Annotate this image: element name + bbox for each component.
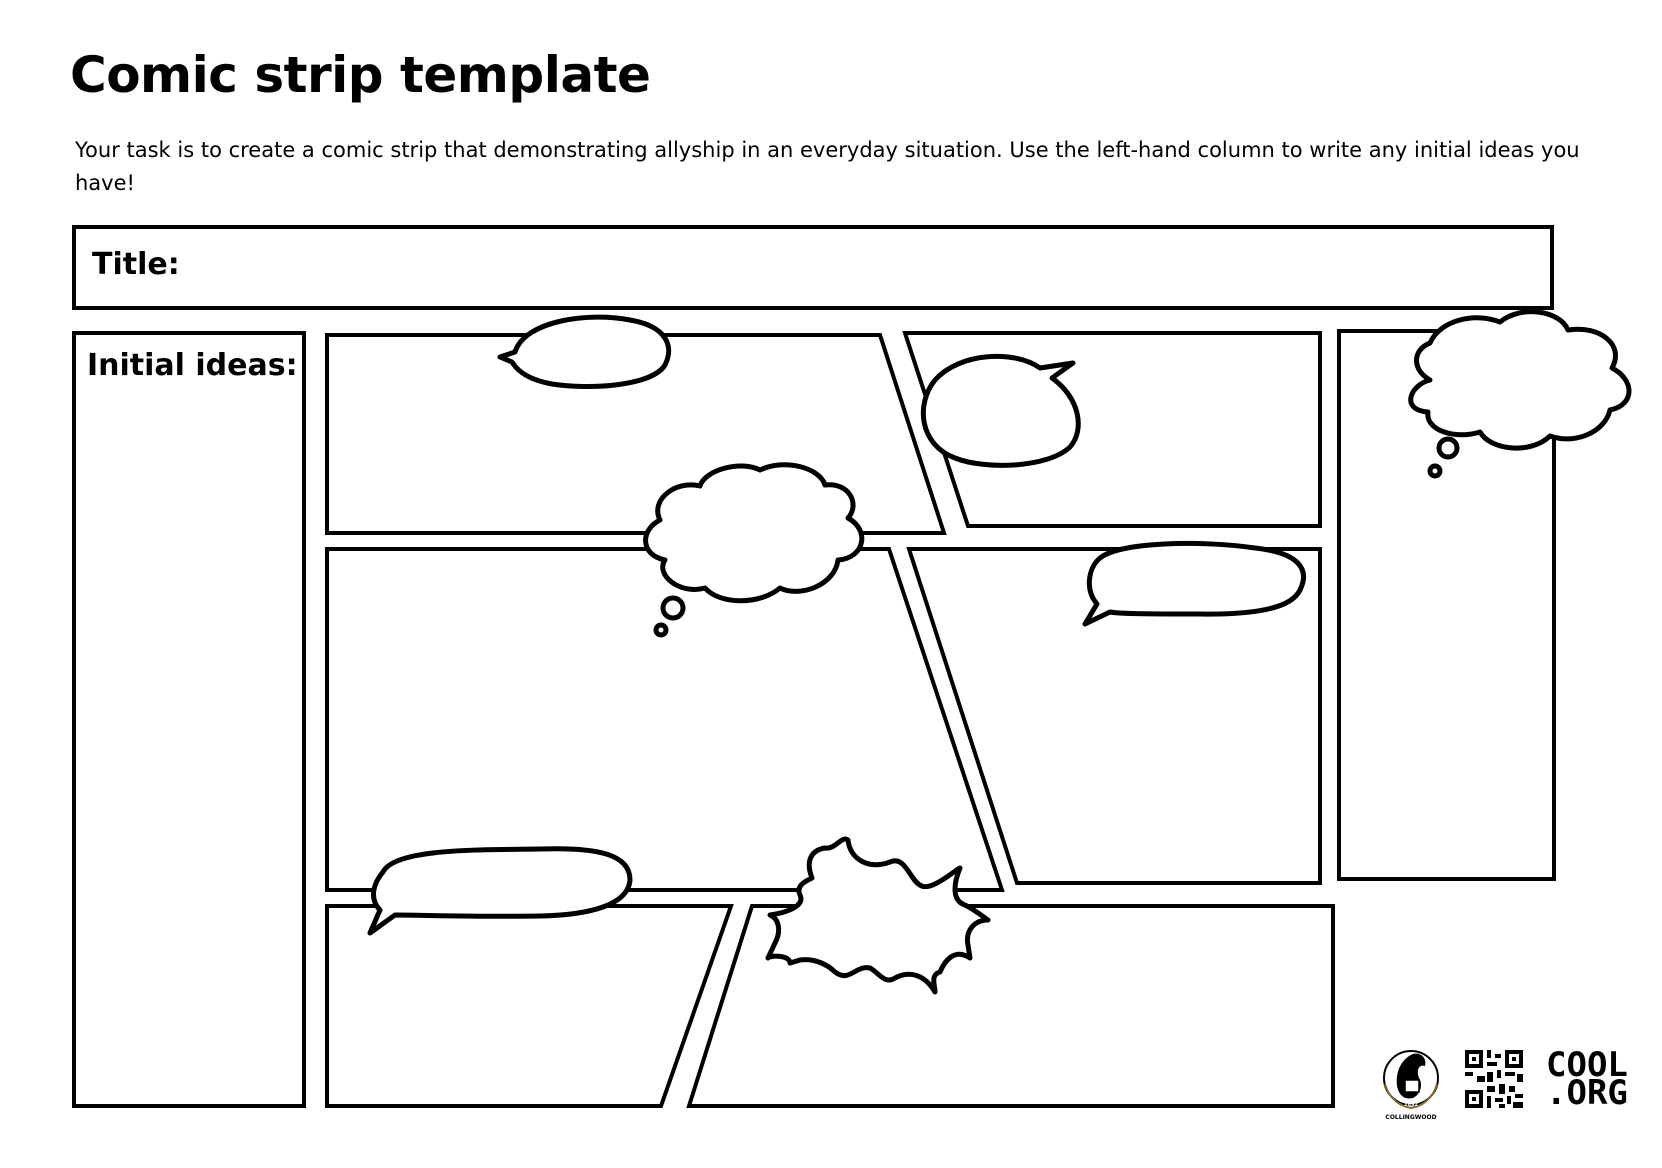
instructions-text: Your task is to create a comic strip tha… [75, 138, 1580, 195]
cool-org-logo: COOL .ORG [1546, 1045, 1628, 1113]
initial-ideas-label: Initial ideas: [87, 348, 298, 383]
page-title: Comic strip template [70, 46, 651, 104]
speech-bubble-3[interactable] [1082, 540, 1306, 627]
exclamation-burst[interactable] [765, 836, 991, 995]
svg-text:COLLINGWOOD: COLLINGWOOD [1385, 1114, 1436, 1121]
thought-dot-small-1 [1427, 463, 1443, 479]
speech-bubble-2[interactable] [920, 353, 1081, 468]
speech-bubble-1[interactable] [497, 314, 672, 390]
svg-text:1892: 1892 [1404, 1102, 1418, 1108]
speech-bubble-4[interactable] [367, 846, 633, 936]
comic-panel-6[interactable] [325, 904, 734, 1108]
svg-text:.ORG: .ORG [1546, 1073, 1628, 1113]
thought-bubble-2[interactable] [643, 462, 865, 604]
thought-dot-small-2 [653, 622, 669, 638]
thought-dot-large-2 [660, 595, 686, 621]
thought-dot-large-1 [1436, 436, 1460, 460]
svg-text:COOL: COOL [1546, 1045, 1628, 1085]
title-label: Title: [92, 247, 180, 282]
magpie-emblem-icon: COLLINGWOOD 1892 [1383, 1050, 1439, 1121]
initial-ideas-field[interactable] [72, 331, 306, 1108]
thought-bubble-1[interactable] [1408, 309, 1632, 451]
title-field[interactable] [72, 225, 1554, 310]
qr-code-icon [1465, 1050, 1523, 1108]
